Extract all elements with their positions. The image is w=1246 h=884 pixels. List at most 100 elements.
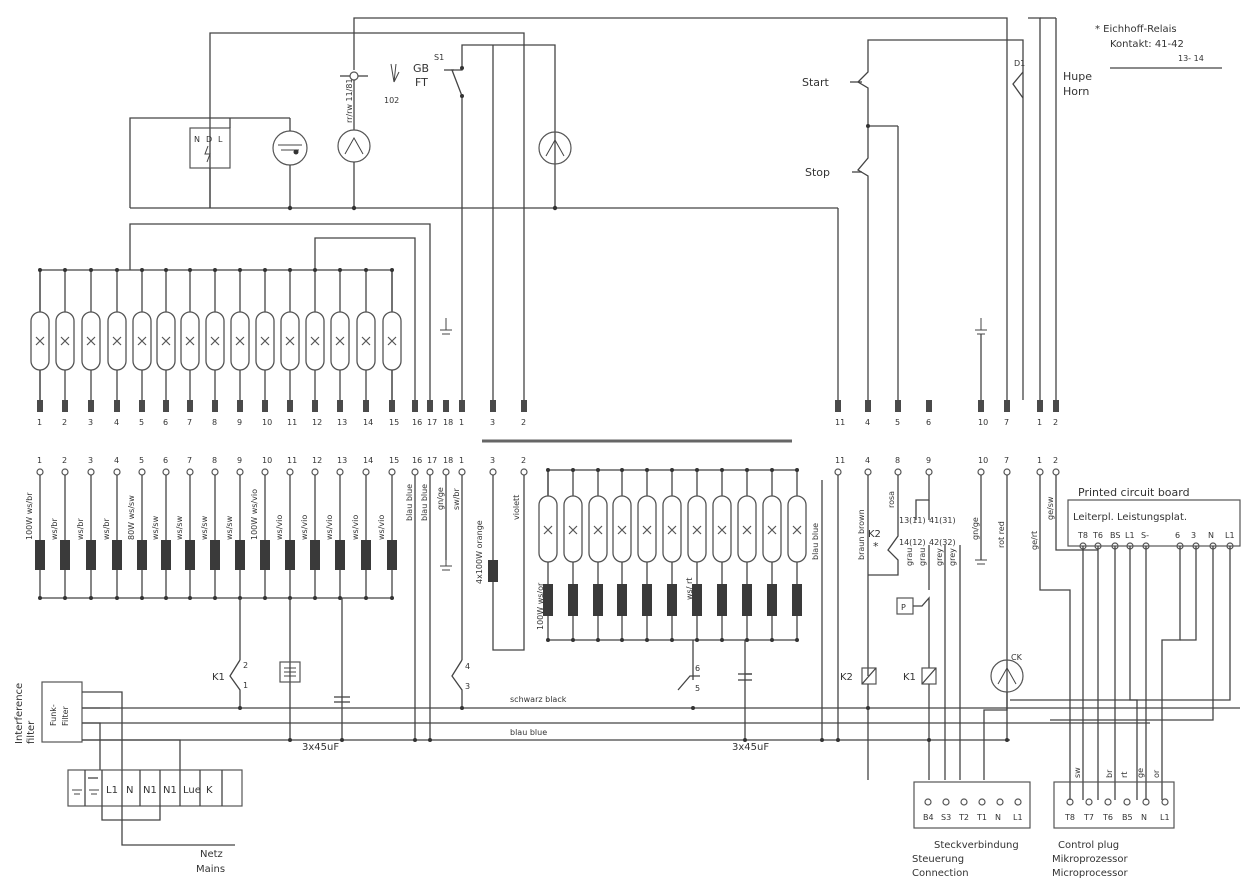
connector-pin: [1085, 798, 1093, 806]
terminal-label: 16: [412, 456, 422, 465]
k1-coil-label: K1: [903, 672, 916, 683]
heater-element: [361, 540, 371, 570]
ndl-l: L: [218, 135, 223, 144]
heater-element: [717, 584, 727, 616]
wire-label: 4x100W orange: [475, 520, 484, 584]
relay-star: *: [873, 540, 879, 553]
terminal: [1052, 468, 1060, 476]
terminal-label: 17: [427, 456, 437, 465]
mains-term: N: [126, 785, 133, 796]
wire-code: rt: [1120, 772, 1129, 778]
terminal: [864, 468, 872, 476]
ground-icon: [440, 560, 452, 571]
connector-pin: [996, 798, 1004, 806]
connector-pin: [1123, 798, 1131, 806]
wire-label: violett: [512, 495, 521, 520]
wire-label: blau blue: [811, 523, 820, 560]
terminal: [362, 468, 370, 476]
gb-label: GB: [413, 62, 429, 75]
connector-pin-label: T2: [958, 813, 969, 822]
interference-label: filter: [26, 720, 37, 744]
terminal: [261, 468, 269, 476]
connection-label: Connection: [912, 868, 969, 879]
terminal-label: 9: [237, 418, 242, 427]
note-line-2: Kontakt: 41-42: [1110, 39, 1184, 50]
lamp: [737, 495, 757, 563]
heater-wire-label: ws/vio: [325, 515, 334, 540]
heater-wire-label: ws/br: [76, 518, 85, 540]
terminal: [312, 400, 318, 412]
heater-element: [60, 540, 70, 570]
terminal-label: 5: [139, 456, 144, 465]
terminal: [520, 468, 528, 476]
pump-motor-icon: [337, 129, 371, 163]
wire-label: ge/sw: [1046, 496, 1055, 520]
terminal: [1036, 468, 1044, 476]
terminal: [1003, 468, 1011, 476]
terminal: [443, 400, 449, 412]
mains-term: K: [206, 785, 213, 796]
pcb-title: Printed circuit board: [1078, 486, 1190, 499]
terminal-label: 15: [389, 418, 399, 427]
heater-element: [617, 584, 627, 616]
terminal-label: 10: [978, 418, 988, 427]
mains-terminal-block: [67, 769, 243, 807]
horn-label: Horn: [1063, 85, 1089, 98]
terminal-label: 7: [1004, 456, 1009, 465]
pin-6: 6: [695, 664, 700, 673]
connector-pin-label: L1: [1160, 813, 1170, 822]
terminal-label: 1: [459, 418, 464, 427]
black-bus-label: schwarz black: [510, 695, 567, 704]
heater-wire-label: ws/vio: [377, 515, 386, 540]
lamp-102-label: 102: [384, 96, 399, 105]
control-plug: [1053, 781, 1175, 829]
heater-wire-label: 100W ws/vio: [250, 489, 259, 540]
wire-label: sw/br: [452, 488, 461, 510]
terminal: [426, 468, 434, 476]
lamp: [712, 495, 732, 563]
micro-label: Microprocessor: [1052, 868, 1128, 879]
terminal: [237, 400, 243, 412]
terminal: [337, 400, 343, 412]
connector-pin-label: T7: [1083, 813, 1094, 822]
relay-contact: 42(32): [929, 538, 956, 547]
lamp: [762, 495, 782, 563]
heater-wire-label: 100W ws/br: [25, 492, 34, 540]
terminal: [458, 468, 466, 476]
terminal-label: 9: [237, 456, 242, 465]
terminal-label: 5: [895, 418, 900, 427]
k2-coil-label: K2: [840, 672, 853, 683]
control-plug-label: Control plug: [1058, 840, 1119, 851]
terminal-label: 18: [443, 456, 453, 465]
terminal: [489, 468, 497, 476]
lamp: [612, 495, 632, 563]
terminal-label: 3: [490, 418, 495, 427]
terminal-label: 13: [337, 456, 347, 465]
steck-label: Steckverbindung: [934, 840, 1019, 851]
funk-filter-box: [41, 681, 83, 743]
heater-element: [792, 584, 802, 616]
heater-element: [35, 540, 45, 570]
heater-element: [543, 584, 553, 616]
terminal-label: 12: [312, 456, 322, 465]
note-line-1: * Eichhoff-Relais: [1095, 24, 1177, 35]
top-control-circuit: N D L rr/rw 11/81 102 S1 GB FT: [129, 17, 1092, 400]
terminal: [1037, 400, 1043, 412]
terminal-label: 16: [412, 418, 422, 427]
terminal-label: 1: [1037, 456, 1042, 465]
terminal: [1004, 400, 1010, 412]
wire-label: grau: [905, 548, 914, 566]
terminal: [286, 468, 294, 476]
terminal: [139, 400, 145, 412]
terminal: [287, 400, 293, 412]
k1-contact-label: K1: [212, 672, 225, 683]
capacitor-1-label: 3x45uF: [302, 742, 339, 753]
mikro-label: Mikroprozessor: [1052, 854, 1129, 865]
relay-note: * Eichhoff-Relais Kontakt: 41-42 13- 14: [1095, 24, 1222, 69]
funk-filter-label: Filter: [61, 705, 70, 726]
interference-label: Interference: [14, 683, 25, 744]
stop-label: Stop: [805, 166, 830, 179]
terminal-label: 6: [926, 418, 931, 427]
terminal-label: 11: [835, 418, 845, 427]
